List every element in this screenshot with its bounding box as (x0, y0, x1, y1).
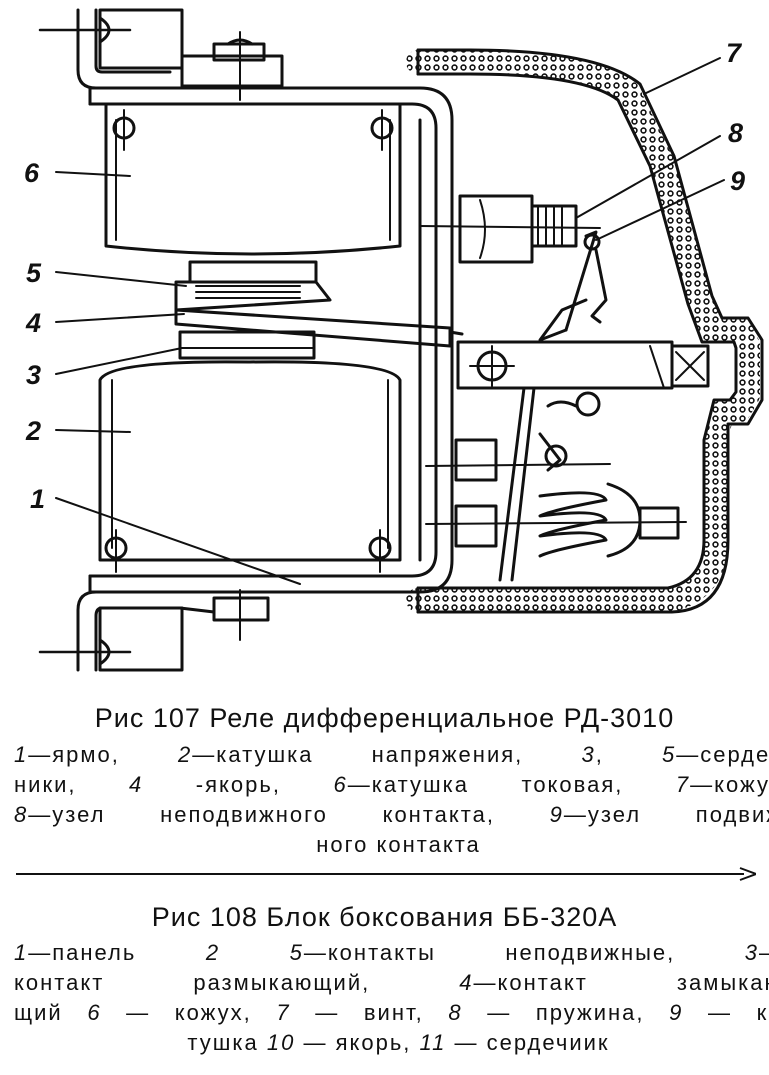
item-text: —сердеч (676, 742, 769, 767)
item-text: тушка (187, 1030, 267, 1055)
item-text: —узел подвиж (563, 802, 769, 827)
item-number: 7 (675, 772, 691, 797)
item-text: — кожух, (101, 1000, 277, 1025)
item-number: 8 (448, 1000, 463, 1025)
fig107-title: Рис 107 Реле дифференциальное РД-3010 (94, 703, 675, 733)
fig108-line2: контакт размыкающий, 4—контакт замыкаю (14, 968, 769, 998)
item-text: —катушка токовая, (347, 772, 676, 797)
label-8: 8 (728, 118, 743, 148)
fig107-line1: 1—ярмо, 2—катушка напряжения, 3, 5—серде… (14, 740, 769, 770)
label-4: 4 (25, 308, 41, 338)
spring (538, 482, 680, 558)
item-number: 7 (276, 1000, 291, 1025)
item-text: — сердечиик (446, 1030, 610, 1055)
item-number: 9 (549, 802, 564, 827)
fig108-legend: 1—панель 2 5—контакты неподвижные, 3— ко… (0, 938, 769, 1058)
label-9: 9 (730, 166, 745, 196)
bottom-bracket (38, 589, 270, 672)
item-number: 5 (289, 940, 304, 965)
item-number: 8 (14, 802, 29, 827)
item-number: 1 (14, 940, 29, 965)
fixed-contact (419, 194, 601, 264)
fig108-line3: щий 6 — кожух, 7 — винт, 8 — пружина, 9 … (14, 998, 769, 1028)
fig108-line4: тушка 10 — якорь, 11 — сердечиик (14, 1028, 769, 1058)
divider-arrow (16, 867, 756, 881)
item-text: — (759, 940, 769, 965)
item-text: — пружина, (462, 1000, 670, 1025)
current-coil (104, 102, 402, 256)
item-text: —кожух (690, 772, 769, 797)
item-text: -якорь, (143, 772, 334, 797)
item-number: 1 (14, 742, 29, 767)
item-number: 6 (87, 1000, 102, 1025)
item-number: 10 (266, 1030, 296, 1055)
label-6: 6 (24, 158, 40, 188)
fig107-line2: ники, 4 -якорь, 6—катушка токовая, 7—кож… (14, 770, 769, 800)
item-text: — ка (708, 1000, 769, 1025)
item-number: 4 (459, 970, 474, 995)
fig108-line1: 1—панель 2 5—контакты неподвижные, 3— (14, 938, 769, 968)
voltage-coil (98, 360, 402, 573)
label-5: 5 (26, 258, 42, 288)
label-1: 1 (30, 484, 45, 514)
item-text: —ярмо, (28, 742, 179, 767)
item-number: 5 (661, 742, 677, 767)
relay-diagram: 6 5 4 3 2 1 7 8 9 (24, 8, 764, 672)
moving-contact (538, 230, 608, 342)
casing (406, 48, 764, 614)
top-bracket (38, 8, 184, 90)
yoke (88, 86, 454, 594)
item-text: —панель (28, 940, 206, 965)
item-text: —контакт замыкаю (473, 970, 769, 995)
pivot-shaft (456, 340, 710, 390)
item-text: —узел неподвижного контакта, (28, 802, 550, 827)
lower-core (178, 330, 316, 360)
item-text: — якорь, (295, 1030, 420, 1055)
upper-core (174, 260, 332, 312)
item-number: 2 (178, 742, 193, 767)
item-text: —катушка напряжения, (192, 742, 582, 767)
label-7: 7 (726, 38, 743, 68)
item-text: контакт размыкающий, (14, 970, 460, 995)
item-text (220, 940, 289, 965)
item-text: —контакты неподвижные, (303, 940, 745, 965)
item-text: щий (14, 1000, 88, 1025)
item-number: 3 (581, 742, 596, 767)
fig107-line3: 8—узел неподвижного контакта, 9—узел под… (14, 800, 769, 830)
item-number: 4 (129, 772, 144, 797)
leader-lines (55, 57, 725, 585)
fig107-line4: ного контакта (316, 832, 481, 857)
figure-labels: 6 5 4 3 2 1 7 8 9 (24, 38, 745, 514)
item-number: 9 (669, 1000, 684, 1025)
item-number: 2 (205, 940, 221, 965)
lower-contacts (425, 386, 687, 582)
label-2: 2 (25, 416, 41, 446)
armature (174, 308, 464, 348)
item-text: — винт, (290, 1000, 449, 1025)
item-number: 3 (744, 940, 759, 965)
label-3: 3 (26, 360, 41, 390)
fig107-legend: 1—ярмо, 2—катушка напряжения, 3, 5—серде… (0, 740, 769, 860)
item-text: , (595, 742, 662, 767)
fig108-title: Рис 108 Блок боксования ББ-320А (151, 902, 618, 932)
item-text: ники, (14, 772, 130, 797)
item-number: 6 (333, 772, 348, 797)
top-bolt (180, 31, 284, 101)
item-number: 11 (419, 1030, 447, 1055)
